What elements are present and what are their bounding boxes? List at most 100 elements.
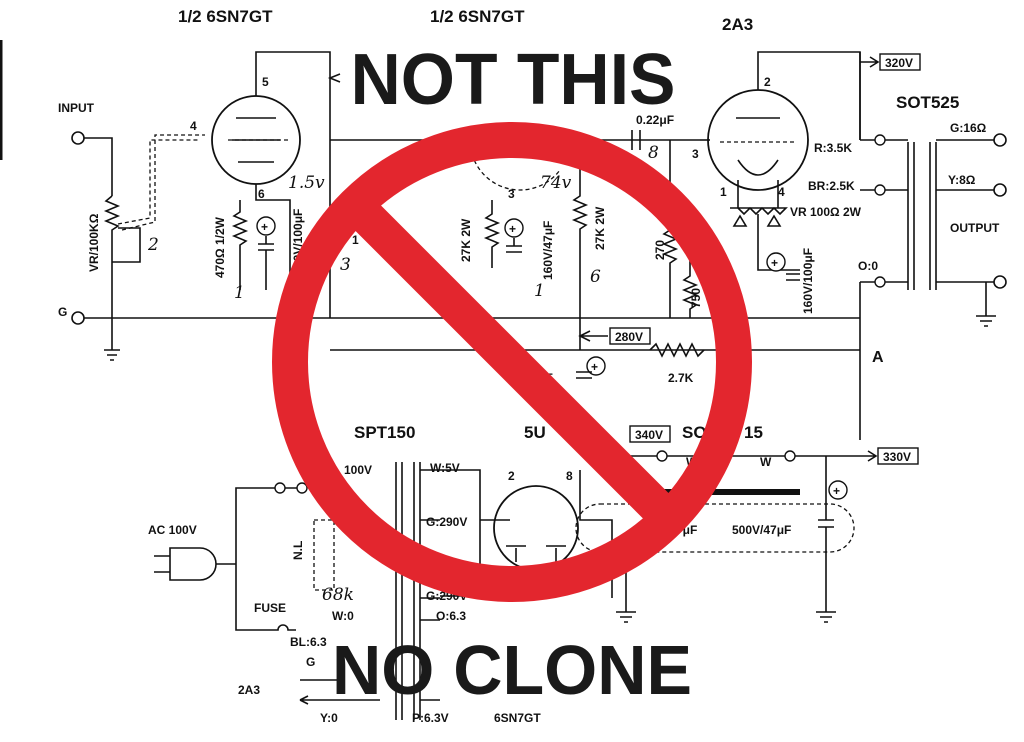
cap-cathode2-label: 160V/47μF bbox=[541, 221, 555, 280]
ot-label-o: O:0 bbox=[858, 259, 878, 273]
pin-v1-cathode: 6 bbox=[258, 187, 265, 201]
ot-title: SOT525 bbox=[896, 93, 959, 112]
choke-value: 15 bbox=[744, 423, 763, 442]
hand-note-8: 8 bbox=[648, 143, 659, 163]
input-terminal bbox=[71, 131, 85, 145]
ot-primary-taps bbox=[880, 139, 908, 283]
overlay-bottom-text: NO CLONE bbox=[332, 631, 692, 709]
cap-cathode2-polarity bbox=[504, 218, 524, 238]
ground-label: G bbox=[58, 305, 67, 319]
input-label: INPUT bbox=[58, 101, 95, 115]
plate-lead-v1 bbox=[255, 51, 331, 318]
shield-wire bbox=[117, 139, 200, 225]
r-750-label: 750 bbox=[689, 288, 703, 308]
cathode-lead-v1 bbox=[255, 184, 291, 318]
pt-label-w0: W:0 bbox=[332, 609, 354, 623]
pin-rect-8: 8 bbox=[566, 469, 573, 483]
tube-title-output: 2A3 bbox=[722, 15, 753, 34]
hand-note-6: 6 bbox=[590, 267, 601, 287]
svg-text:340V: 340V bbox=[635, 428, 663, 442]
svg-text:330V: 330V bbox=[883, 450, 911, 464]
shield-wire-2 bbox=[121, 134, 205, 231]
ot-tap-br bbox=[874, 184, 886, 196]
r-750 bbox=[681, 260, 699, 318]
fuse-label: FUSE bbox=[254, 601, 286, 615]
rect-title: 5U bbox=[524, 423, 546, 442]
ot-secondary-taps bbox=[936, 139, 994, 283]
cap-plus-5: + bbox=[833, 484, 840, 498]
ot-label-r: R:3.5K bbox=[814, 141, 852, 155]
pin-out-grid: 3 bbox=[692, 147, 699, 161]
ac-plug bbox=[154, 547, 217, 581]
r1-label: 27K 2W bbox=[459, 218, 473, 262]
switch-terminal-2 bbox=[296, 482, 308, 494]
cap-plus-2: + bbox=[509, 222, 516, 236]
output-label: OUTPUT bbox=[950, 221, 1000, 235]
pin-v1-plate: 5 bbox=[262, 75, 269, 89]
cap-out-label: 160V/100μF bbox=[801, 248, 815, 314]
pin-v2-cathode: 3 bbox=[508, 187, 515, 201]
ot-tap-r bbox=[874, 134, 886, 146]
heater-note-tube: 6SN7GT bbox=[494, 711, 541, 725]
ground-symbol-ps bbox=[616, 560, 636, 623]
hand-note-1b: 1 bbox=[534, 281, 545, 301]
arrow-v1 bbox=[327, 73, 341, 83]
ot-label-br: BR:2.5K bbox=[808, 179, 855, 193]
r-cathode1 bbox=[231, 200, 249, 290]
cap-plus-3: + bbox=[771, 256, 778, 270]
ground-symbol-1 bbox=[104, 318, 120, 361]
ot-label-y: Y:8Ω bbox=[948, 173, 976, 187]
vr-wiper bbox=[112, 227, 141, 263]
output-terminal-o bbox=[993, 275, 1007, 289]
choke-tap-right bbox=[784, 450, 796, 462]
ground-terminal bbox=[71, 311, 85, 325]
choke-title: SO bbox=[682, 423, 707, 442]
pin-rect-2: 2 bbox=[508, 469, 515, 483]
cap-out bbox=[786, 273, 800, 281]
filter-cap2-label: 500V/47μF bbox=[732, 523, 791, 537]
ot-tap-o bbox=[874, 276, 886, 288]
coupling-cap-label: 0.22μF bbox=[636, 113, 674, 127]
pin-out-f4: 4 bbox=[778, 185, 785, 199]
switch-terminal-1 bbox=[274, 482, 286, 494]
pin-v2-grid: 1 bbox=[352, 233, 359, 247]
prohibition-sign bbox=[272, 122, 752, 602]
r-cathode1-label: 470Ω 1/2W bbox=[213, 216, 227, 278]
filter-cap2-polarity bbox=[828, 480, 848, 500]
hand-note-1-5v: 1.5v bbox=[288, 173, 325, 193]
svg-text:320V: 320V bbox=[885, 56, 913, 70]
cap-plus-4: + bbox=[591, 360, 598, 374]
output-terminal-g bbox=[993, 133, 1007, 147]
r-grid bbox=[661, 140, 679, 318]
r2 bbox=[571, 160, 589, 350]
voltage-tag-340: 340V bbox=[629, 425, 671, 443]
overlay-top-text: NOT THIS bbox=[351, 40, 676, 120]
coupling-cap bbox=[631, 130, 700, 150]
voltage-tag-330: 330V bbox=[877, 447, 919, 465]
output-terminal-y bbox=[993, 183, 1007, 197]
vr-input-label: VR/100KΩ bbox=[87, 213, 101, 272]
cap-cathode1 bbox=[258, 236, 274, 290]
pt-secondary-leads bbox=[420, 469, 440, 701]
r1 bbox=[483, 200, 501, 268]
input-wire bbox=[84, 137, 113, 196]
hand-note-1: 1 bbox=[234, 283, 245, 303]
r-drop-label: 2.7K bbox=[668, 371, 694, 385]
pt-label-y0: Y:0 bbox=[320, 711, 338, 725]
r-drop bbox=[649, 342, 705, 358]
filter-cap-can bbox=[575, 503, 855, 553]
pt-label-o63: O:6.3 bbox=[436, 609, 466, 623]
r2-label: 27K 2W bbox=[593, 206, 607, 250]
hum-pot-arrows bbox=[732, 214, 782, 227]
cap-35-polarity bbox=[586, 356, 606, 376]
ground-label-2: G bbox=[306, 655, 315, 669]
pin-v1-grid: 4 bbox=[190, 119, 197, 133]
svg-text:280V: 280V bbox=[615, 330, 643, 344]
heater-note-out: 2A3 bbox=[238, 683, 260, 697]
cap-cathode1-polarity bbox=[256, 216, 276, 236]
tube-title-v1a: 1/2 6SN7GT bbox=[178, 7, 273, 26]
pt-label-w5v: W:5V bbox=[430, 461, 460, 475]
pt-label-g290a: G:290V bbox=[426, 515, 467, 529]
neon-lamp bbox=[313, 519, 335, 591]
heater-arrows bbox=[299, 679, 380, 705]
